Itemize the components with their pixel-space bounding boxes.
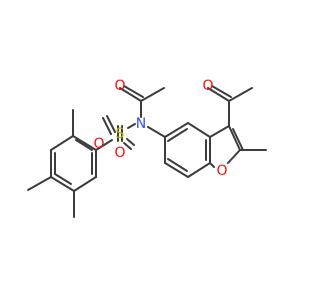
atom-label-sulfonyl-oxygen-left: O xyxy=(93,136,104,152)
bond xyxy=(95,139,113,151)
bond xyxy=(50,176,75,192)
bond xyxy=(209,162,215,168)
bond xyxy=(227,149,241,164)
atom-label-sulfonyl-oxygen-right: O xyxy=(114,145,125,161)
bond xyxy=(167,128,188,142)
bond xyxy=(72,135,97,151)
bond xyxy=(27,176,52,191)
bond xyxy=(54,173,72,185)
bond xyxy=(232,128,244,151)
bonds xyxy=(27,85,267,218)
atom-label-sulfur: S xyxy=(116,126,125,142)
atom-label-amide-oxygen: O xyxy=(114,78,125,94)
bond xyxy=(123,85,144,98)
bond xyxy=(50,135,74,151)
bond xyxy=(123,142,132,150)
bond xyxy=(164,162,189,178)
bond xyxy=(228,87,253,102)
structure-diagram: N S O O O O O xyxy=(27,78,267,218)
bond xyxy=(187,162,211,178)
atom-label-nitrogen: N xyxy=(136,116,146,132)
bond xyxy=(167,158,188,172)
atom-label-ketone-oxygen: O xyxy=(202,78,213,94)
bond xyxy=(211,85,232,98)
molecule-canvas: N S O O O O O xyxy=(27,78,267,218)
bond xyxy=(140,87,165,102)
bond xyxy=(127,123,136,129)
bond xyxy=(102,117,112,135)
bond xyxy=(147,126,166,138)
bond xyxy=(73,176,97,192)
atom-label-furan-oxygen: O xyxy=(216,163,227,179)
bond xyxy=(228,125,241,151)
bond xyxy=(106,115,116,133)
bond xyxy=(75,139,93,151)
bond xyxy=(209,125,230,138)
bond xyxy=(164,122,189,138)
bond xyxy=(187,122,211,138)
atom-labels: N S O O O O O xyxy=(93,78,227,179)
bond xyxy=(207,87,230,102)
bond xyxy=(126,138,135,146)
bond xyxy=(119,87,142,102)
